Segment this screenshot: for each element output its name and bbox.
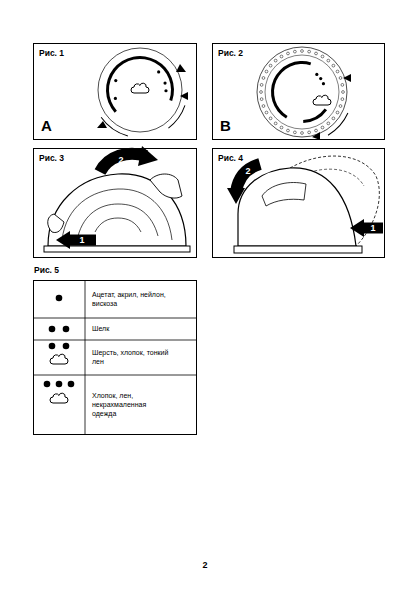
figure-title: Рис. 2	[218, 49, 243, 58]
dial-figure	[97, 48, 188, 136]
dial-figure	[257, 47, 351, 140]
steam-symbol	[50, 354, 68, 364]
callout-number: 2	[118, 156, 123, 165]
device-figure	[227, 156, 383, 253]
figure-panel: Рис. 4	[212, 148, 385, 258]
device-figure	[44, 146, 190, 252]
table-cell: Ацетат, акрил, нейлон, вискоза	[92, 281, 170, 318]
figure-title: Рис. 1	[39, 49, 64, 58]
figure-letter: A	[41, 118, 52, 133]
figure-title: Рис. 4	[218, 154, 243, 163]
figure-panel: Рис. 3	[33, 148, 197, 258]
figure-title: Рис. 3	[39, 154, 64, 163]
steam-symbol	[50, 393, 68, 403]
callout-number: 1	[79, 236, 84, 245]
table-cell: Шерсть, хлопок, тонкий лен	[92, 341, 170, 375]
page-number: 2	[202, 561, 207, 570]
table-grid	[33, 280, 197, 435]
figure-panel: Рис. 1 A	[33, 43, 197, 140]
table-cell: Шелк	[92, 319, 192, 340]
callout-number: 2	[245, 167, 250, 176]
figure-letter: B	[220, 118, 231, 133]
temperature-dots	[44, 295, 75, 388]
figure-title: Рис. 5	[34, 266, 59, 275]
figure-panel: Рис. 2 B	[212, 43, 385, 140]
callout-number: 1	[370, 224, 375, 233]
table-cell: Хлопок, лен, некрахмаленная одежда	[92, 376, 170, 435]
